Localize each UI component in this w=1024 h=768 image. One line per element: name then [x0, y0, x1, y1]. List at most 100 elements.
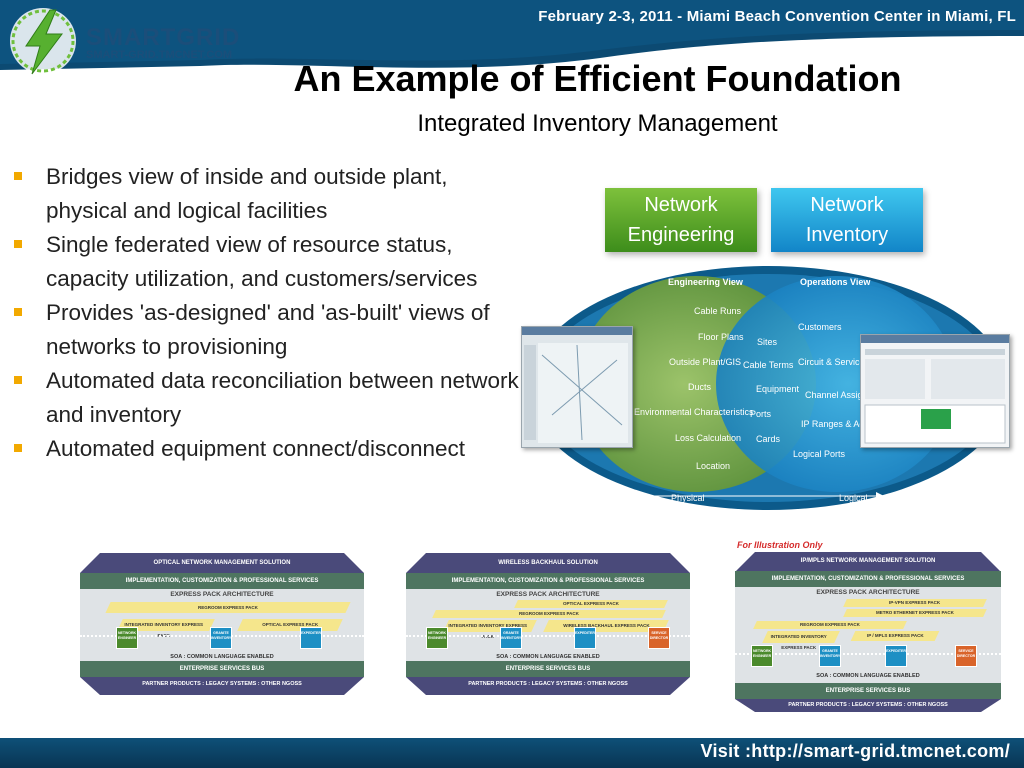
arch-pack: INTEGRATED INVENTORY EXPRESS PACK [443, 620, 537, 639]
venn-item: Ducts [688, 382, 712, 392]
venn-item: Cable Runs [694, 306, 742, 316]
footer-band [0, 738, 1024, 768]
arch-header-bg [735, 552, 1001, 572]
arch-pack: IP / MPLS EXPRESS PACK [850, 631, 940, 641]
arch-express-title: EXPRESS PACK ARCHITECTURE [170, 591, 274, 598]
arch-soa: SOA : COMMON LANGUAGE ENABLED [816, 673, 920, 679]
arch-partner-text: PARTNER PRODUCTS : LEGACY SYSTEMS : OTHE… [788, 702, 948, 708]
arch-partner-text: PARTNER PRODUCTS : LEGACY SYSTEMS : OTHE… [142, 681, 302, 687]
arch-partner-bg [80, 677, 364, 695]
arch-module: EXPEDITER [885, 645, 907, 667]
arch-header-bg [406, 553, 690, 573]
lightning-bolt-icon [10, 8, 76, 75]
venn-item: Channel Assignments [805, 390, 893, 400]
arch-solution-title: OPTICAL NETWORK MANAGEMENT SOLUTION [153, 560, 291, 566]
arch-solution-title: IP/MPLS NETWORK MANAGEMENT SOLUTION [800, 558, 936, 564]
smartgrid-logo[interactable]: SMARTGRID SMART-GRID.TMCNET.COM [6, 4, 246, 78]
arch-pack: REGROOM EXPRESS PACK [753, 621, 907, 629]
logo-url: SMART-GRID.TMCNET.COM [86, 49, 233, 61]
header-swoosh [0, 0, 1024, 70]
arch-module: NETWORK ENGINEER [751, 645, 773, 667]
arch-module: NETWORK ENGINEER [116, 627, 138, 649]
venn-item: Floor Plans [698, 332, 744, 342]
bullet-item: Automated equipment connect/disconnect [10, 432, 520, 466]
bullet-square-icon [14, 308, 22, 316]
arch-module: GRANITE INVENTORY [210, 627, 232, 649]
slide-title: An Example of Efficient Foundation [293, 58, 902, 99]
arch-pack: REGROOM EXPRESS PACK [105, 602, 351, 613]
inventory-screenshot [860, 334, 1010, 448]
footer-url[interactable]: Visit :http://smart-grid.tmcnet.com/ [700, 741, 1010, 761]
arch-pack: REGROOM EXPRESS PACK [432, 610, 666, 618]
venn-item: Logical Ports [793, 449, 846, 459]
bullet-list: Bridges view of inside and outside plant… [10, 160, 520, 466]
arch-module: SERVICE DIRECTOR [955, 645, 977, 667]
bullet-square-icon [14, 172, 22, 180]
venn-item: Sites [757, 337, 778, 347]
operations-view-label: Operations View [800, 277, 871, 287]
arch-pack: OPTICAL EXPRESS PACK [237, 619, 343, 631]
arch-header-bg [80, 553, 364, 573]
bullet-square-icon [14, 444, 22, 452]
venn-item: Outside Plant/GIS [669, 357, 742, 367]
venn-item: Cable Terms [743, 360, 794, 370]
venn-item: Location [696, 461, 731, 471]
arch-express-title: EXPRESS PACK ARCHITECTURE [496, 591, 600, 598]
event-info: February 2-3, 2011 - Miami Beach Convent… [538, 8, 1016, 25]
bullet-square-icon [14, 240, 22, 248]
arch-soa: SOA : COMMON LANGUAGE ENABLED [496, 654, 600, 660]
arch-module: EXPEDITER [574, 627, 596, 649]
arch-module: NETWORK ENGINEER [426, 627, 448, 649]
arch-solution-title: WIRELESS BACKHAUL SOLUTION [498, 560, 598, 566]
bullet-item: Provides 'as-designed' and 'as-built' vi… [10, 296, 520, 364]
slide-subtitle: Integrated Inventory Management [417, 110, 778, 137]
illustration-note: For Illustration Only [737, 540, 823, 550]
arch-partner-bg [735, 699, 1001, 712]
arch-pack: INTEGRATED INVENTORY EXPRESS PACK [762, 631, 840, 650]
arch-module: EXPEDITER [300, 627, 322, 649]
arch-pack: METRO ETHERNET EXPRESS PACK [843, 609, 987, 617]
arch-body: EXPRESS PACK ARCHITECTURE OPTICAL EXPRES… [406, 589, 690, 661]
inventory-table-image [861, 343, 1009, 447]
logo-wordmark: SMARTGRID [86, 24, 241, 51]
arch-express-title: EXPRESS PACK ARCHITECTURE [816, 589, 920, 596]
arch-implementation-band: IMPLEMENTATION, CUSTOMIZATION & PROFESSI… [735, 571, 1001, 587]
bullet-square-icon [14, 376, 22, 384]
arch-esb-band: ENTERPRISE SERVICES BUS [735, 683, 1001, 699]
network-engineering-tag: Network Engineering [605, 188, 757, 252]
arch-module: GRANITE INVENTORY [500, 627, 522, 649]
arch-body: EXPRESS PACK ARCHITECTURE REGROOM EXPRES… [80, 589, 364, 661]
engineering-view-label: Engineering View [668, 277, 743, 287]
venn-item: Ports [750, 409, 772, 419]
physical-label: Physical [671, 493, 705, 503]
arch-module: GRANITE INVENTORY [819, 645, 841, 667]
arch-esb-band: ENTERPRISE SERVICES BUS [406, 661, 690, 677]
arch-body: EXPRESS PACK ARCHITECTURE IP-VPN EXPRESS… [735, 587, 1001, 683]
venn-item: Customers [798, 322, 842, 332]
architecture-diagram-optical: OPTICAL NETWORK MANAGEMENT SOLUTION IMPL… [80, 553, 364, 695]
venn-item: Cards [756, 434, 781, 444]
logical-label: Logical [839, 493, 868, 503]
architecture-diagram-wireless: WIRELESS BACKHAUL SOLUTION IMPLEMENTATIO… [406, 553, 690, 695]
arch-pack: OPTICAL EXPRESS PACK [514, 600, 668, 608]
bullet-item: Automated data reconciliation between ne… [10, 364, 520, 432]
network-inventory-tag: Network Inventory [771, 188, 923, 252]
architecture-diagram-ipmpls: IP/MPLS NETWORK MANAGEMENT SOLUTION IMPL… [735, 552, 1001, 712]
venn-item: Equipment [756, 384, 800, 394]
arch-implementation-band: IMPLEMENTATION, CUSTOMIZATION & PROFESSI… [80, 573, 364, 589]
arch-implementation-band: IMPLEMENTATION, CUSTOMIZATION & PROFESSI… [406, 573, 690, 589]
venn-item: Environmental Characteristics [634, 407, 754, 417]
bullet-item: Bridges view of inside and outside plant… [10, 160, 520, 228]
venn-item: IP Ranges & Addresses [801, 419, 896, 429]
arch-pack: IP-VPN EXPRESS PACK [843, 599, 987, 607]
map-image [522, 335, 632, 447]
venn-item: Circuit & Service Definitions [798, 357, 910, 367]
venn-item: Loss Calculation [675, 433, 742, 443]
arch-esb-band: ENTERPRISE SERVICES BUS [80, 661, 364, 677]
gis-screenshot [521, 326, 633, 448]
bullet-item: Single federated view of resource status… [10, 228, 520, 296]
arch-partner-text: PARTNER PRODUCTS : LEGACY SYSTEMS : OTHE… [468, 681, 628, 687]
arch-module: SERVICE DIRECTOR [648, 627, 670, 649]
arch-partner-bg [406, 677, 690, 695]
arch-soa: SOA : COMMON LANGUAGE ENABLED [170, 654, 274, 660]
